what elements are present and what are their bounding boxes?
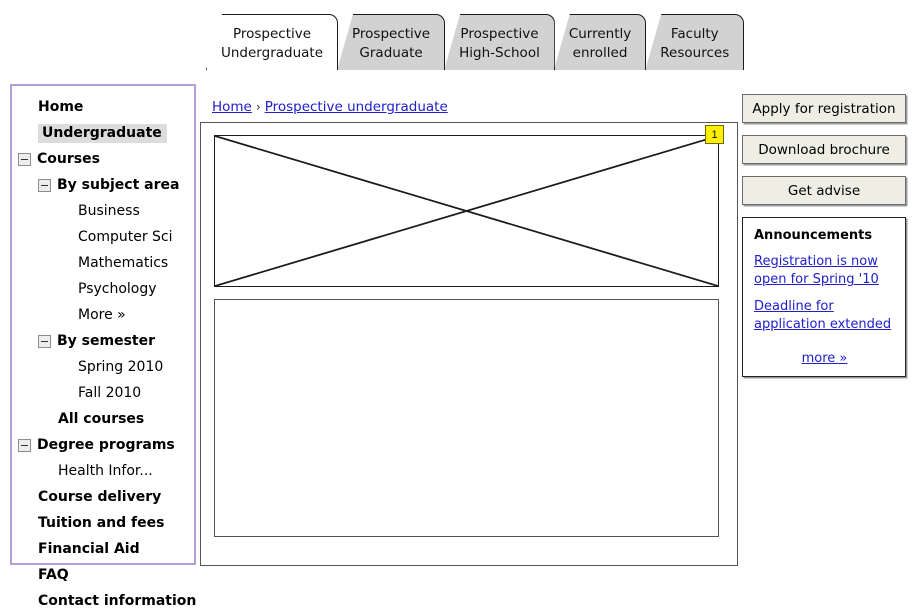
content-body-placeholder <box>214 299 719 537</box>
sidebar-item[interactable]: Health Infor... <box>12 458 194 484</box>
image-placeholder-cross-icon <box>215 136 718 286</box>
tab-label-line2: enrolled <box>572 44 628 61</box>
breadcrumb-link-current[interactable]: Prospective undergraduate <box>264 99 448 115</box>
get-advise-button[interactable]: Get advise <box>742 176 906 205</box>
sidebar-item[interactable]: More » <box>12 302 194 328</box>
sidebar-item[interactable]: Courses <box>12 146 194 172</box>
sidebar-item-label: More » <box>78 307 126 323</box>
tab-label-line2: Resources <box>660 44 730 61</box>
right-rail: Apply for registration Download brochure… <box>742 94 906 377</box>
sidebar-item-label: Computer Sci <box>78 229 173 245</box>
announcements-title: Announcements <box>754 228 873 243</box>
apply-for-registration-button[interactable]: Apply for registration <box>742 94 906 123</box>
tab-label-line2: Graduate <box>359 44 423 61</box>
sidebar-item-label: Course delivery <box>38 489 162 505</box>
sidebar-item-label: Fall 2010 <box>78 385 142 401</box>
sidebar-item-label: Degree programs <box>37 437 175 453</box>
sidebar-item-label: FAQ <box>38 567 69 583</box>
breadcrumb-separator: › <box>255 100 261 114</box>
sidebar-item-label: Psychology <box>78 281 157 297</box>
tab-label-line1: Prospective <box>232 26 312 43</box>
sidebar-item-label: Spring 2010 <box>78 359 164 375</box>
sidebar-item-label: Business <box>78 203 140 219</box>
tab-label-line2: Undergraduate <box>221 44 324 61</box>
sidebar-item[interactable]: Financial Aid <box>12 536 194 562</box>
announcements-panel: Announcements Registration is now open f… <box>742 217 906 377</box>
sidebar-item[interactable]: Degree programs <box>12 432 194 458</box>
sidebar-item-label: Tuition and fees <box>38 515 165 531</box>
sidebar-item-label: Home <box>38 99 84 115</box>
tab-label-line1: Currently <box>568 26 632 43</box>
sidebar-item-label: Courses <box>37 151 100 167</box>
main-content-panel: 1 <box>200 122 738 566</box>
download-brochure-button[interactable]: Download brochure <box>742 135 906 164</box>
breadcrumb: Home›Prospective undergraduate <box>212 99 448 115</box>
tab-slant-edge <box>206 14 209 70</box>
sidebar-item[interactable]: By semester <box>12 328 194 354</box>
sidebar-item-label: All courses <box>58 411 145 427</box>
annotation-badge-1[interactable]: 1 <box>705 125 724 144</box>
collapse-minus-icon[interactable] <box>18 152 31 166</box>
sidebar-item[interactable]: All courses <box>12 406 194 432</box>
tab-label-line1: Prospective <box>460 26 539 43</box>
announcement-link-1[interactable]: Registration is now open for Spring '10 <box>754 254 879 288</box>
sidebar-item[interactable]: Business <box>12 198 194 224</box>
collapse-minus-icon[interactable] <box>38 334 51 348</box>
sidebar-item[interactable]: Course delivery <box>12 484 194 510</box>
sidebar-item-label: By subject area <box>57 177 180 193</box>
sidebar-item[interactable]: FAQ <box>12 562 194 588</box>
sidebar-item-label: Contact information <box>38 593 197 609</box>
collapse-minus-icon[interactable] <box>38 178 51 192</box>
sidebar-item[interactable]: Psychology <box>12 276 194 302</box>
sidebar-item[interactable]: Spring 2010 <box>12 354 194 380</box>
collapse-minus-icon[interactable] <box>18 438 31 452</box>
sidebar-item[interactable]: Contact information <box>12 588 197 614</box>
sidebar-item[interactable]: Home <box>12 94 194 120</box>
breadcrumb-link-home[interactable]: Home <box>212 99 252 115</box>
sidebar-item[interactable]: Tuition and fees <box>12 510 194 536</box>
sidebar-item-label: Mathematics <box>78 255 169 271</box>
announcement-link-2[interactable]: Deadline for application extended <box>754 298 892 333</box>
tab-label-line2: High-School <box>459 44 540 61</box>
announcements-more-wrap: more » <box>754 347 895 368</box>
tab-label-line1: Prospective <box>352 26 431 43</box>
tab-label-line1: Faculty <box>670 26 719 43</box>
sidebar-item-label: Financial Aid <box>38 541 140 557</box>
sidebar-item[interactable]: Fall 2010 <box>12 380 194 406</box>
sidebar-item-label: Undergraduate <box>38 123 167 143</box>
sidebar-item[interactable]: By subject area <box>12 172 194 198</box>
sidebar-item[interactable]: Mathematics <box>12 250 194 276</box>
sidebar-item-label: Health Infor... <box>58 463 153 479</box>
announcements-more-link[interactable]: more » <box>801 350 848 366</box>
sidebar-item-label: By semester <box>57 333 156 349</box>
sidebar-item[interactable]: Undergraduate <box>12 120 194 146</box>
sidebar-item[interactable]: Computer Sci <box>12 224 194 250</box>
image-placeholder[interactable] <box>214 135 719 287</box>
